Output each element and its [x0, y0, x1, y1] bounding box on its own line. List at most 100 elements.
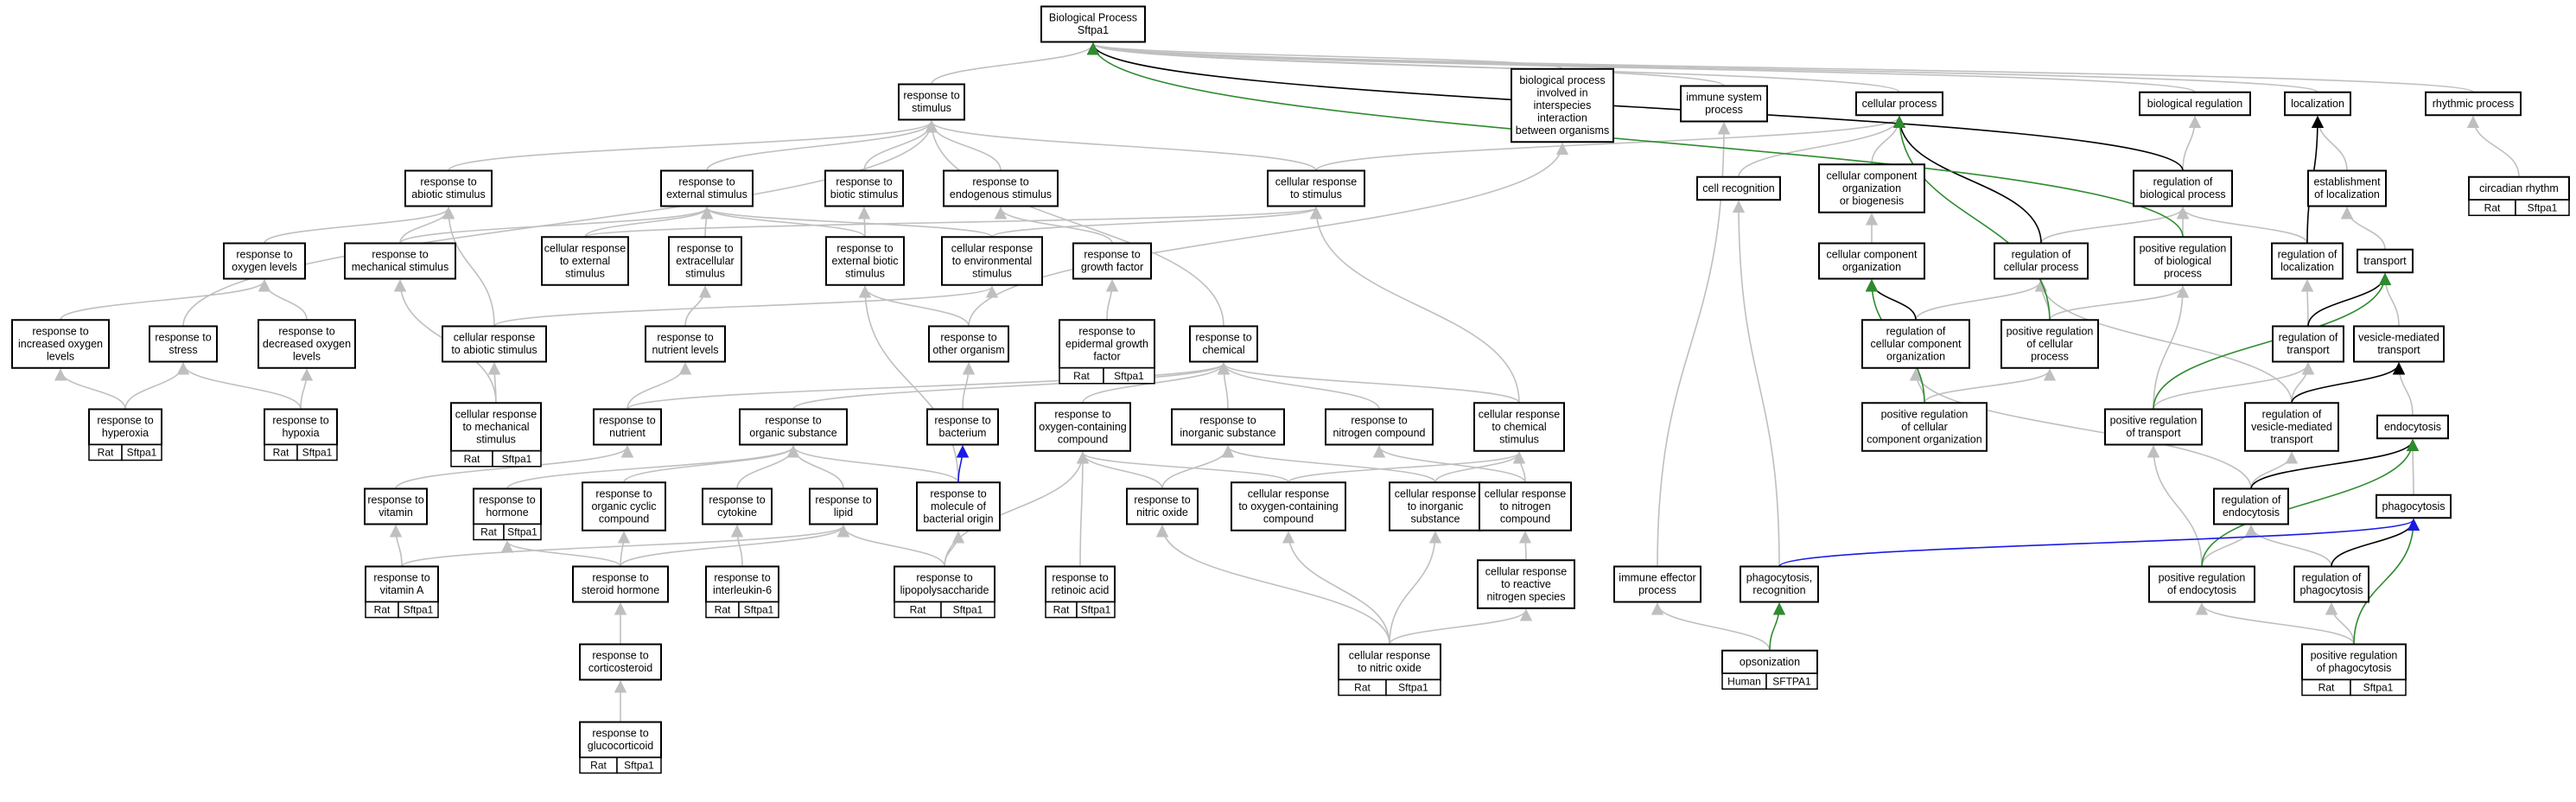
- go-term-box: [364, 487, 428, 525]
- go-term-label: other organism: [932, 344, 1004, 356]
- go-term-label: to oxygen-containing: [1238, 500, 1338, 512]
- edge-rtas-to-rts: [448, 120, 938, 172]
- species-badge: Rat: [2301, 678, 2351, 697]
- go-term-node-phago[interactable]: phagocytosis: [2376, 493, 2452, 519]
- edge-rthyperoxia-to-rtiol: [54, 368, 126, 410]
- go-term-node-transport[interactable]: transport: [2357, 248, 2414, 274]
- go-term-node-endo[interactable]: endocytosis: [2376, 414, 2449, 440]
- go-term-label: growth factor: [1081, 261, 1143, 273]
- edge-rtoo-to-bpis: [968, 142, 1569, 327]
- go-term-node-crec[interactable]: cell recognition: [1696, 175, 1781, 201]
- go-term-node-cp[interactable]: cellular process: [1855, 91, 1943, 117]
- go-term-box: [1818, 163, 1925, 213]
- edge-rtlps-to-rtmbo: [944, 531, 965, 567]
- go-term-node-rp[interactable]: rhythmic process: [2425, 91, 2522, 117]
- go-term-node-phagorec[interactable]: phagocytosis,recognition: [1740, 565, 1819, 603]
- go-term-node-breg[interactable]: biological regulation: [2139, 91, 2251, 117]
- species-badge: Rat: [894, 601, 942, 619]
- edge-rthypoxia-to-rtdol: [300, 368, 314, 410]
- go-term-label: stimulus: [685, 267, 725, 279]
- edge-crtas-to-crtenv: [493, 285, 998, 328]
- edge-rtsh-to-rtocyc: [617, 531, 631, 567]
- go-term-node-loc[interactable]: localization: [2284, 91, 2351, 117]
- go-term-box: [11, 319, 110, 369]
- go-term-box: [1696, 175, 1781, 201]
